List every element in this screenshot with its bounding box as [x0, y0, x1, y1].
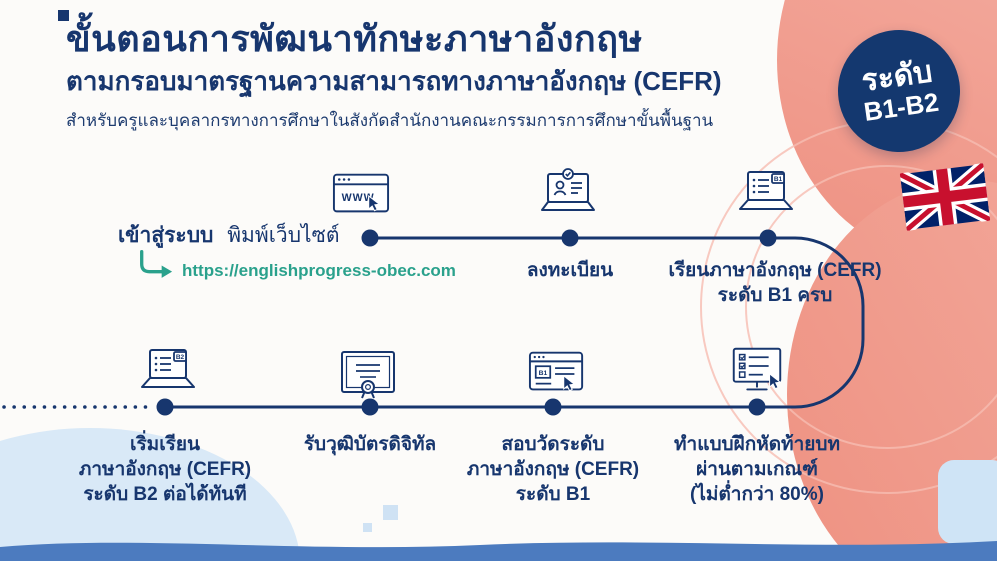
- b2-icon-text: B2: [176, 354, 185, 361]
- step1-label-regular: พิมพ์เว็บไซต์: [227, 224, 340, 247]
- step-dot-5: [544, 398, 562, 416]
- monitor-checklist-icon: [732, 347, 782, 391]
- certificate-icon: [341, 351, 395, 399]
- step-dot-3: [759, 229, 777, 247]
- step-dot-7: [156, 398, 174, 416]
- step-dot-4: [748, 398, 766, 416]
- curved-arrow-icon: [140, 250, 173, 278]
- step1-label-bold: เข้าสู่ระบบ: [118, 224, 214, 247]
- header: ขั้นตอนการพัฒนาทักษะภาษาอังกฤษ ตามกรอบมา…: [66, 16, 826, 134]
- step4-label: ทำแบบฝึกหัดท้ายบท ผ่านตามเกณฑ์ (ไม่ต่ำกว…: [674, 434, 840, 506]
- b1-test-icon-text: B1: [539, 370, 548, 377]
- laptop-b2-icon: B2: [141, 349, 195, 388]
- step6-label: รับวุฒิบัตรดิจิทัล: [303, 434, 437, 455]
- deco-square-blue-small: [363, 523, 372, 532]
- step-dot-1: [361, 229, 379, 247]
- b1-icon-text: B1: [774, 176, 783, 183]
- uk-flag-icon: [899, 163, 991, 231]
- www-icon-text: WWW: [342, 192, 375, 204]
- page-title: ขั้นตอนการพัฒนาทักษะภาษาอังกฤษ: [66, 18, 643, 59]
- bottom-wave-band: [0, 541, 997, 561]
- laptop-b1-icon: B1: [739, 171, 793, 210]
- step1-url-row: https://englishprogress-obec.com: [136, 249, 456, 281]
- browser-www-icon: WWW: [332, 173, 390, 213]
- step3-label: เรียนภาษาอังกฤษ (CEFR) ระดับ B1 ครบ: [668, 260, 882, 307]
- step7-label: เริ่มเรียน ภาษาอังกฤษ (CEFR) ระดับ B2 ต่…: [78, 434, 252, 506]
- step-dot-6: [361, 398, 379, 416]
- deco-rounded-square-bottom-right: [938, 460, 997, 544]
- audience-text: สำหรับครูและบุคลากรทางการศึกษาในสังกัดสำ…: [66, 110, 714, 130]
- laptop-register-icon: [541, 168, 595, 211]
- step-dot-2: [561, 229, 579, 247]
- step5-label: สอบวัดระดับ ภาษาอังกฤษ (CEFR) ระดับ B1: [466, 434, 640, 506]
- website-url[interactable]: https://englishprogress-obec.com: [182, 261, 456, 280]
- step1-label: เข้าสู่ระบบ พิมพ์เว็บไซต์: [118, 219, 340, 252]
- page-subtitle: ตามกรอบมาตรฐานความสามารถทางภาษาอังกฤษ (C…: [66, 66, 722, 96]
- deco-square-blue-large: [383, 505, 398, 520]
- deco-square-navy: [58, 10, 69, 21]
- browser-test-icon: B1: [528, 351, 584, 392]
- step2-label: ลงทะเบียน: [526, 260, 614, 281]
- deco-arc-inner: [745, 165, 997, 449]
